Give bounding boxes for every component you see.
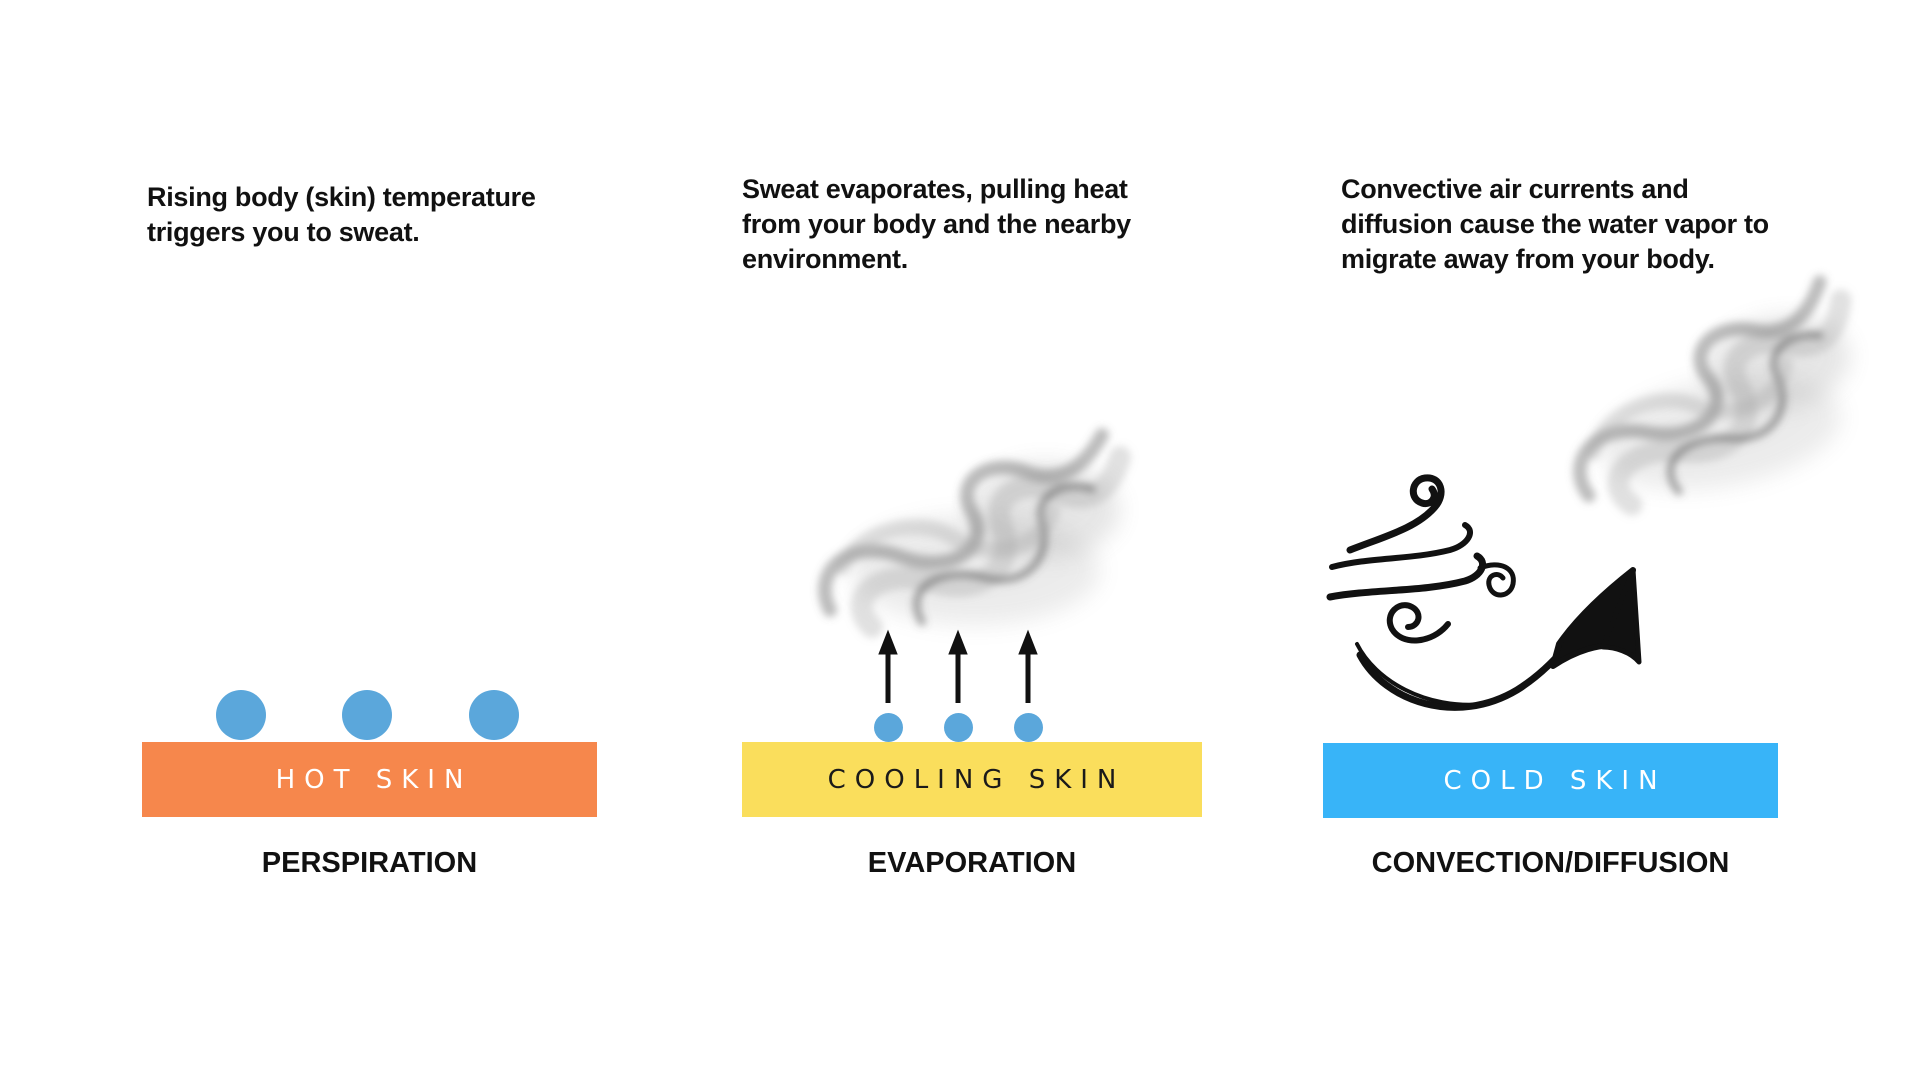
vapor-smoke-icon bbox=[1573, 275, 1852, 516]
sweat-droplet-icon bbox=[342, 690, 392, 740]
vapor-smoke-icon bbox=[817, 428, 1131, 638]
convection-description: Convective air currents and diffusion ca… bbox=[1341, 174, 1769, 274]
sweat-droplet-icon bbox=[874, 713, 903, 742]
sweat-droplet-icon bbox=[469, 690, 519, 740]
sweat-droplet-icon bbox=[216, 690, 266, 740]
convection-caption: CONVECTION/DIFFUSION bbox=[1371, 847, 1730, 879]
evaporation-description: Sweat evaporates, pulling heat from your… bbox=[742, 174, 1131, 274]
evaporation-caption: EVAPORATION bbox=[867, 847, 1077, 879]
hot-skin-label: HOT SKIN bbox=[275, 764, 473, 795]
sweat-droplet-icon bbox=[1014, 713, 1043, 742]
sweat-droplet-icon bbox=[944, 713, 973, 742]
cooling-skin-label: COOLING SKIN bbox=[827, 764, 1126, 795]
cold-skin-bar: COLD SKIN bbox=[1323, 743, 1778, 818]
perspiration-description: Rising body (skin) temperature triggers … bbox=[147, 182, 536, 247]
cold-skin-label: COLD SKIN bbox=[1443, 765, 1667, 796]
up-arrow-icon bbox=[878, 629, 1038, 703]
cooling-skin-bar: COOLING SKIN bbox=[742, 742, 1202, 817]
perspiration-caption: PERSPIRATION bbox=[261, 847, 478, 879]
wind-gust-icon bbox=[1326, 474, 1516, 644]
hot-skin-bar: HOT SKIN bbox=[142, 742, 597, 817]
direction-arrow-icon bbox=[1355, 567, 1642, 711]
